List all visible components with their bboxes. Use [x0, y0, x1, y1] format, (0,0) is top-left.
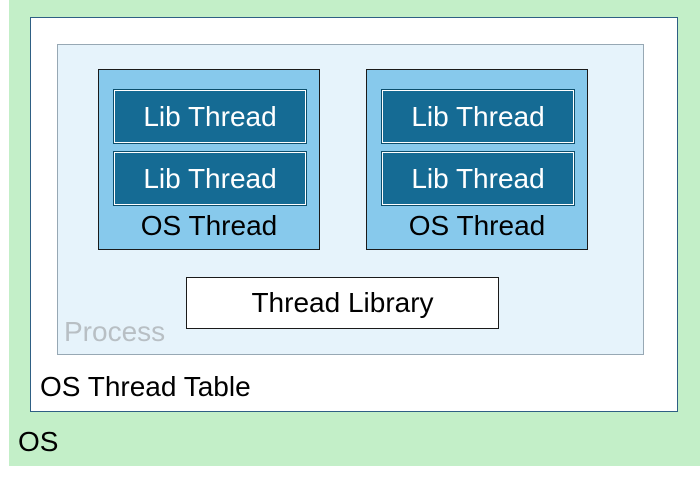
lib-thread-2-2: Lib Thread: [381, 151, 575, 206]
os-thread-label-2: OS Thread: [408, 210, 546, 241]
os-label: OS: [18, 426, 59, 457]
os-thread-label-1: OS Thread: [140, 210, 278, 241]
process-label: Process: [64, 316, 166, 347]
lib-thread-2-1: Lib Thread: [381, 89, 575, 144]
lib-thread-1-1: Lib Thread: [113, 89, 307, 144]
lib-thread-1-2: Lib Thread: [113, 151, 307, 206]
thread-library-box: Thread Library: [186, 277, 499, 329]
os-thread-box-1: Lib Thread Lib Thread OS Thread: [98, 69, 320, 250]
os-thread-box-2: Lib Thread Lib Thread OS Thread: [366, 69, 588, 250]
os-thread-table-label: OS Thread Table: [40, 371, 251, 402]
